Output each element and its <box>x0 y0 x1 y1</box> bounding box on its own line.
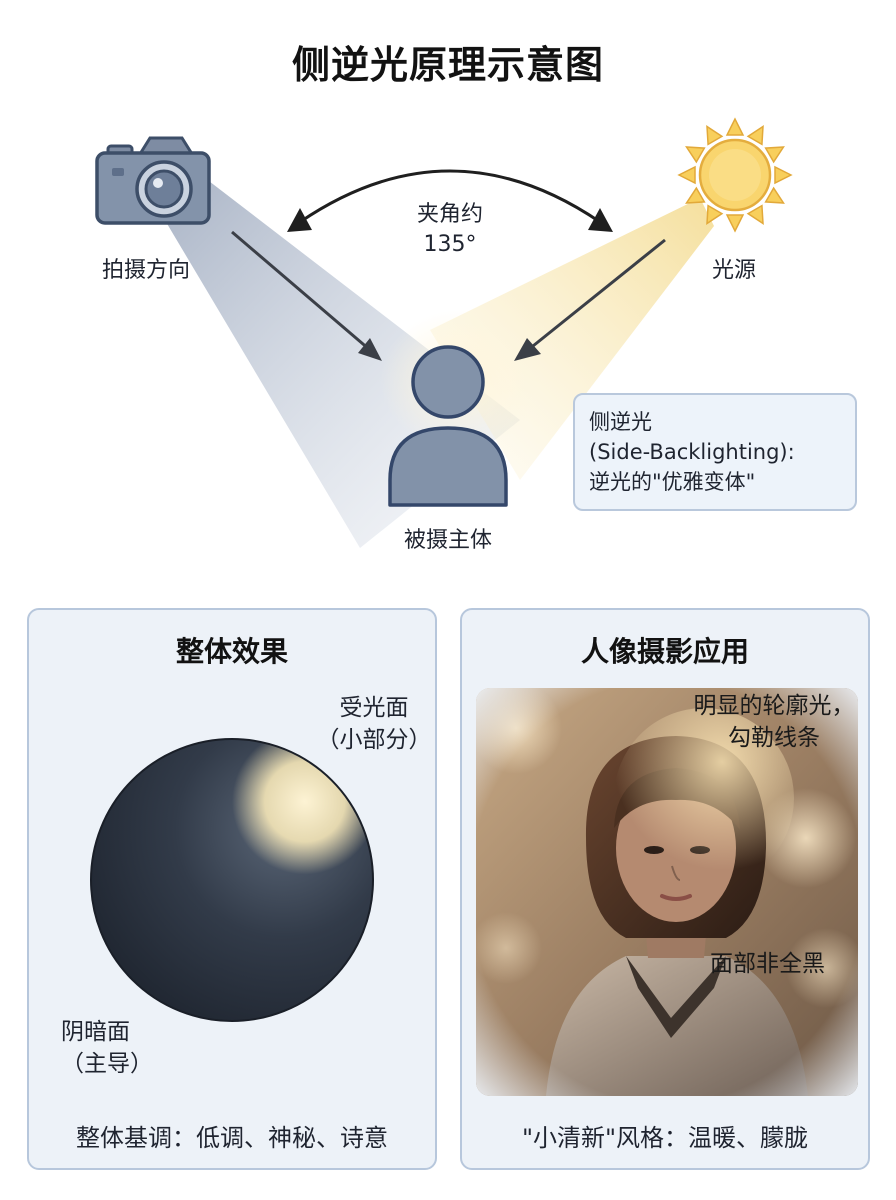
subject-label: 被摄主体 <box>403 528 492 553</box>
portrait-caption: "小清新"风格：温暖、朦胧 <box>521 1124 809 1152</box>
camera-arrow-head <box>358 338 382 361</box>
sphere-illustration <box>90 738 374 1022</box>
definition-line3: 逆光的"优雅变体" <box>589 470 756 494</box>
light-source-label: 光源 <box>711 258 756 283</box>
camera-arrow-line <box>231 230 371 352</box>
person-icon <box>388 345 508 507</box>
lit-side-line2: （小部分） <box>316 727 432 753</box>
sun-icon <box>677 117 793 233</box>
shadow-side-label: 阴暗面 （主导） <box>61 1016 153 1080</box>
light-arrow-line <box>527 238 666 352</box>
angle-label-line1: 夹角约 <box>416 202 483 227</box>
angle-arrow-right <box>588 208 613 232</box>
rim-light-line2: 勾勒线条 <box>728 725 820 751</box>
lit-side-line1: 受光面 <box>339 695 409 721</box>
effect-panel-title: 整体效果 <box>175 635 288 668</box>
angle-arc <box>299 169 601 224</box>
angle-label-line2: 135° <box>423 232 477 257</box>
effect-panel: 整体效果 受光面 （小部分） 阴暗面 （主导） 整体基调：低调、神秘、诗意 <box>27 608 437 1170</box>
light-arrow-head <box>514 338 541 361</box>
portrait-panel: 人像摄影应用 <box>460 608 870 1170</box>
rim-light-label: 明显的轮廓光， 勾勒线条 <box>674 690 874 754</box>
shadow-side-line1: 阴暗面 <box>61 1019 130 1045</box>
portrait-photo <box>476 688 858 1096</box>
page-title: 侧逆光原理示意图 <box>291 43 604 87</box>
camera-icon <box>95 136 211 225</box>
rim-light-line1: 明显的轮廓光， <box>693 693 855 719</box>
angle-arrow-left <box>287 208 312 232</box>
definition-line1: 侧逆光 <box>589 410 652 434</box>
shadow-side-line2: （主导） <box>61 1051 153 1077</box>
principle-diagram <box>95 117 793 548</box>
definition-line2: (Side-Backlighting): <box>589 440 795 464</box>
portrait-panel-title: 人像摄影应用 <box>580 635 749 668</box>
angle-label: 夹角约 135° <box>380 200 520 260</box>
camera-direction-label: 拍摄方向 <box>101 258 190 283</box>
lit-side-label: 受光面 （小部分） <box>309 692 439 756</box>
definition-box: 侧逆光 (Side-Backlighting): 逆光的"优雅变体" <box>573 393 857 511</box>
face-label: 面部非全黑 <box>710 951 825 977</box>
effect-caption: 整体基调：低调、神秘、诗意 <box>76 1124 388 1152</box>
